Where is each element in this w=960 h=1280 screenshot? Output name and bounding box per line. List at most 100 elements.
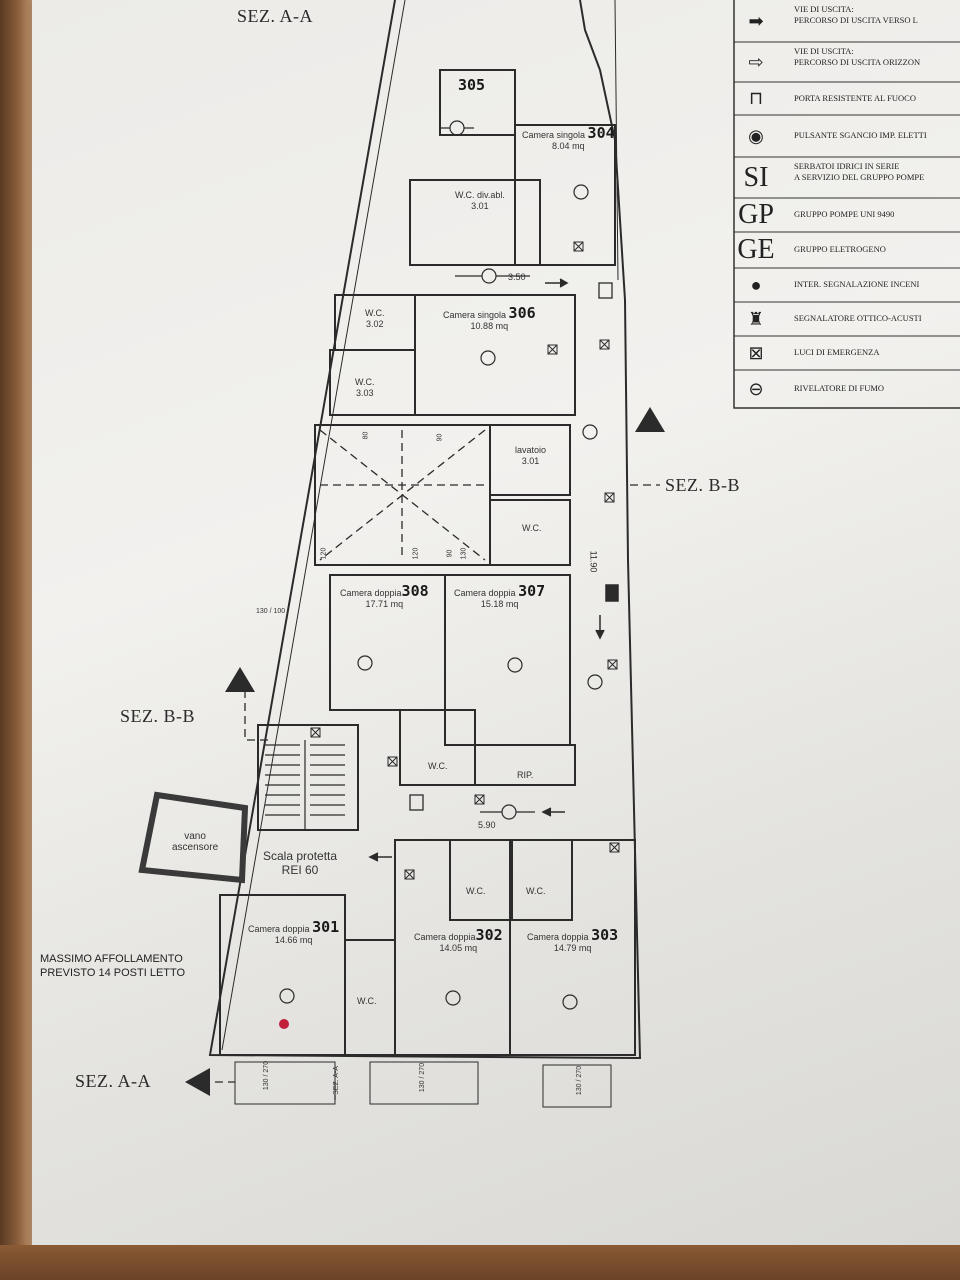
emergency-light-icon: [599, 339, 610, 350]
legend-text: GRUPPO ELETROGENO: [794, 244, 886, 255]
rip-label: RIP.: [517, 770, 534, 780]
emergency-light-icon: [404, 869, 415, 880]
fire-alarm-icon: ●: [750, 274, 762, 295]
legend-text-line2: A SERVIZIO DEL GRUPPO POMPE: [794, 172, 925, 182]
smoke-detector-icon: [455, 268, 530, 284]
capacity-note-line1: MASSIMO AFFOLLAMENTO: [40, 953, 183, 965]
smoke-detector-icon: ⊖: [748, 378, 764, 399]
smoke-detector-icon: [279, 988, 295, 1004]
legend-text: GRUPPO POMPE UNI 9490: [794, 209, 894, 220]
legend-row: ♜ SEGNALATORE OTTICO-ACUSTI: [732, 302, 960, 336]
wc-303b-outline: [511, 839, 573, 921]
legend-row: ⊠ LUCI DI EMERGENZA: [732, 336, 960, 370]
paper-sheet: [32, 0, 960, 1245]
window-box-1: [234, 1061, 336, 1105]
legend-text: PULSANTE SGANCIO IMP. ELETTI: [794, 130, 927, 141]
wc-mid-label: W.C.: [522, 523, 542, 533]
window-dim-3: 130 / 270: [576, 1065, 584, 1096]
section-label-bottom: SEZ. A-A: [75, 1071, 151, 1091]
fire-alarm-box-icon: [598, 282, 613, 299]
emergency-light-icon: [604, 492, 615, 503]
building-outline: [208, 0, 642, 1060]
smoke-detector-icon: [480, 804, 535, 820]
escape-arrow-icon: [595, 615, 605, 640]
wc-div-label: W.C. div.abl.3.01: [455, 190, 505, 211]
lavatoio-outline: [489, 424, 571, 496]
wc-307-outline: [399, 709, 476, 786]
emergency-light-icon: [474, 794, 485, 805]
section-triangle-icon: [185, 1068, 210, 1096]
room-306-outline: [414, 294, 576, 416]
emergency-light-icon: [607, 659, 618, 670]
legend-text-line1: INTER. SEGNALAZIONE INCENI: [794, 279, 920, 289]
section-label-right: SEZ. B-B: [665, 475, 741, 495]
void-cross-lines: [319, 429, 486, 561]
dimension-130-100: 130 / 100: [256, 608, 286, 615]
section-triangle-icon: [635, 407, 665, 432]
smoke-detector-icon: [440, 120, 474, 136]
legend-code-ge: GE: [737, 234, 775, 265]
dimension-11-90: 11.90: [588, 550, 599, 573]
capacity-note: MASSIMO AFFOLLAMENTO PREVISTO 14 POSTI L…: [40, 952, 185, 980]
legend-row: ◉ PULSANTE SGANCIO IMP. ELETTI: [732, 115, 960, 157]
emergency-light-icon: [310, 727, 321, 738]
fire-door-marker: [605, 584, 619, 602]
legend-text: LUCI DI EMERGENZA: [794, 347, 879, 358]
legend-text: INTER. SEGNALAZIONE INCENI: [794, 279, 919, 290]
legend-text-line1: SERBATOI IDRICI IN SERIE: [794, 161, 900, 171]
emergency-light-icon: [609, 842, 620, 853]
stair-treads: [265, 740, 345, 830]
dimension-3-50: 3.50: [508, 272, 526, 282]
dimension-120-top: 120: [320, 547, 328, 560]
section-b-dash: [244, 484, 660, 741]
legend-row: GE GRUPPO ELETROGENO: [732, 232, 960, 268]
lift-shaft-outline: [138, 791, 249, 884]
dimension-120: 120: [412, 547, 420, 560]
arrow-solid-icon: ➡: [748, 10, 764, 31]
dimension-90-top: 90: [436, 433, 444, 442]
legend-text-line1: VIE DI USCITA:: [794, 46, 854, 56]
wooden-frame-bottom: [0, 1245, 960, 1280]
fire-door-icon: ⊓: [748, 88, 764, 108]
fire-alarm-box-icon: [409, 794, 424, 811]
emergency-light-icon: [387, 756, 398, 767]
dimension-80: 80: [362, 431, 370, 440]
window-box-2: [369, 1061, 479, 1105]
legend-text-line1: RIVELATORE DI FUMO: [794, 383, 885, 393]
legend-text-line1: GRUPPO POMPE UNI 9490: [794, 209, 895, 219]
wc-303b-label: W.C.: [526, 886, 546, 896]
smoke-detector-icon: [562, 994, 578, 1010]
optical-acoustic-icon: ♜: [747, 308, 765, 329]
smoke-detector-icon: [587, 674, 603, 690]
legend-text-line1: SEGNALATORE OTTICO-ACUSTI: [794, 313, 922, 323]
legend-text-line1: PULSANTE SGANCIO IMP. ELETTI: [794, 130, 927, 140]
emergency-light-icon: [547, 344, 558, 355]
smoke-detector-icon: [582, 424, 598, 440]
legend-row: ● INTER. SEGNALAZIONE INCENI: [732, 268, 960, 302]
legend-text-line2: PERCORSO DI USCITA VERSO L: [794, 15, 918, 25]
smoke-detector-icon: [507, 657, 523, 673]
legend-text: RIVELATORE DI FUMO: [794, 383, 884, 394]
release-button-icon: ◉: [748, 125, 764, 146]
window-dim-2: 130 / 270: [419, 1062, 427, 1093]
legend-row: ⊖ RIVELATORE DI FUMO: [732, 370, 960, 408]
section-triangle-icon: [225, 667, 255, 692]
section-label-top: SEZ. A-A: [237, 6, 313, 26]
emergency-light-icon: [573, 241, 584, 252]
dimension-130: 130: [460, 547, 468, 560]
legend-text-line1: GRUPPO ELETROGENO: [794, 244, 886, 254]
dimension-5-90: 5.90: [478, 820, 496, 830]
escape-arrow-icon: [545, 278, 569, 288]
legend-text-line1: LUCI DI EMERGENZA: [794, 347, 880, 357]
wc-302b-label: W.C.: [466, 886, 486, 896]
legend-text-line1: VIE DI USCITA:: [794, 4, 854, 14]
wc-301-label: W.C.: [357, 996, 377, 1006]
emergency-light-icon: ⊠: [748, 342, 764, 363]
legend-code-si: SI: [743, 161, 769, 193]
